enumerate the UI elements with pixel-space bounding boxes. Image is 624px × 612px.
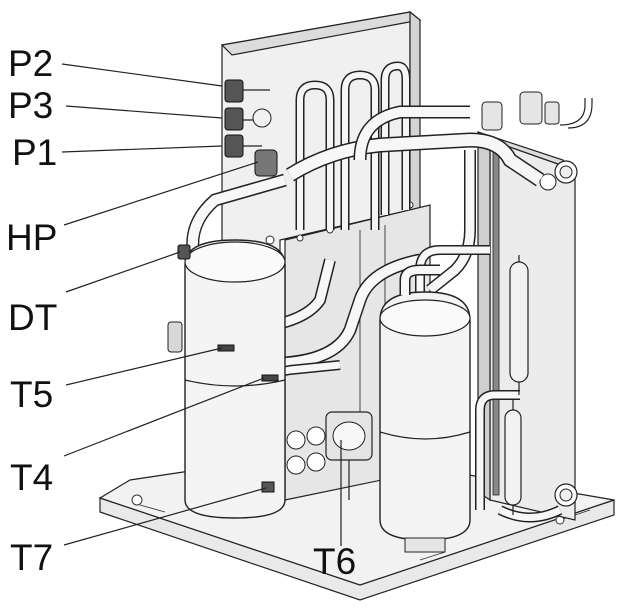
leader-hp xyxy=(63,161,259,226)
coil-tubes xyxy=(295,61,411,230)
leader-p3 xyxy=(65,105,223,119)
label-p2: P2 xyxy=(8,43,53,84)
leader-t4 xyxy=(63,377,265,457)
label-p1: P1 xyxy=(12,132,57,173)
leader-p2 xyxy=(61,63,223,87)
label-t6: T6 xyxy=(313,541,356,582)
label-hp: HP xyxy=(6,217,57,258)
label-dt: DT xyxy=(8,297,57,338)
service-valves xyxy=(481,91,593,131)
cable-grommets xyxy=(286,426,326,475)
pressure-sensors xyxy=(224,79,278,177)
liquid-receiver xyxy=(379,264,471,553)
callout-labels: P2 P3 P1 HP DT T5 T4 T7 T6 xyxy=(6,43,356,582)
label-p3: P3 xyxy=(8,85,53,126)
label-t7: T7 xyxy=(10,537,53,578)
leader-p1 xyxy=(61,145,223,153)
leader-t7 xyxy=(63,487,267,546)
leader-dt xyxy=(65,251,181,293)
label-t5: T5 xyxy=(10,374,53,415)
leader-lines xyxy=(61,63,342,546)
compressor xyxy=(167,239,286,519)
leader-t5 xyxy=(65,347,223,386)
label-t4: T4 xyxy=(10,457,53,498)
filter-driers xyxy=(504,255,529,515)
